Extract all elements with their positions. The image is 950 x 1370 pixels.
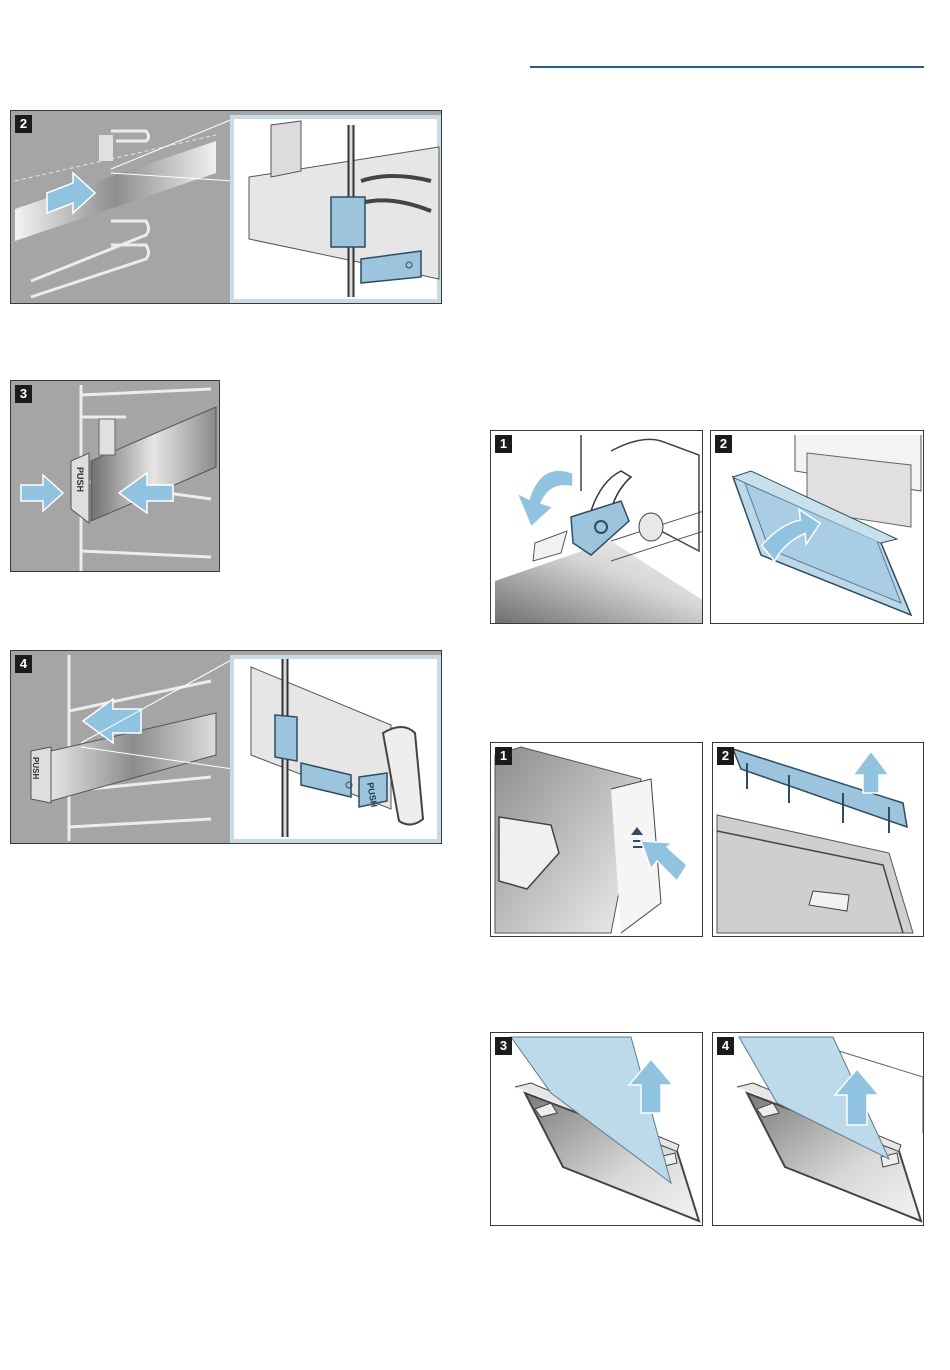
figure-rail-remove: 4 PUSH PUSH [10,650,442,844]
figure-pane-press: 1 [490,742,703,937]
push-label: PUSH [75,467,85,492]
step-badge: 3 [495,1037,512,1055]
section-divider-line [530,66,924,68]
step-badge: 2 [15,115,32,133]
door-lift-illustration [711,431,924,624]
rail-remove-illustration: PUSH PUSH [11,651,442,844]
pane-press-illustration [491,743,703,937]
figure-cover-lift: 2 [712,742,924,937]
figure-rail-push: 3 PUSH [10,380,220,572]
cover-lift-illustration [713,743,924,937]
step-badge: 1 [495,747,512,765]
figure-door-lever: 1 [490,430,703,624]
door-lever-illustration [491,431,703,624]
push-label: PUSH [31,757,40,779]
step-badge: 4 [15,655,32,673]
rail-push-illustration: PUSH [11,381,220,572]
figure-pane-out-b: 4 [712,1032,924,1226]
figure-pane-out-a: 3 [490,1032,703,1226]
step-badge: 2 [717,747,734,765]
pane-out-b-illustration [713,1033,924,1226]
step-badge: 4 [717,1037,734,1055]
figure-rail-hook: 2 [10,110,442,304]
figure-door-lift: 2 [710,430,924,624]
step-badge: 1 [495,435,512,453]
step-badge: 2 [715,435,732,453]
pane-out-a-illustration [491,1033,703,1226]
rail-hook-illustration [11,111,442,304]
step-badge: 3 [15,385,32,403]
